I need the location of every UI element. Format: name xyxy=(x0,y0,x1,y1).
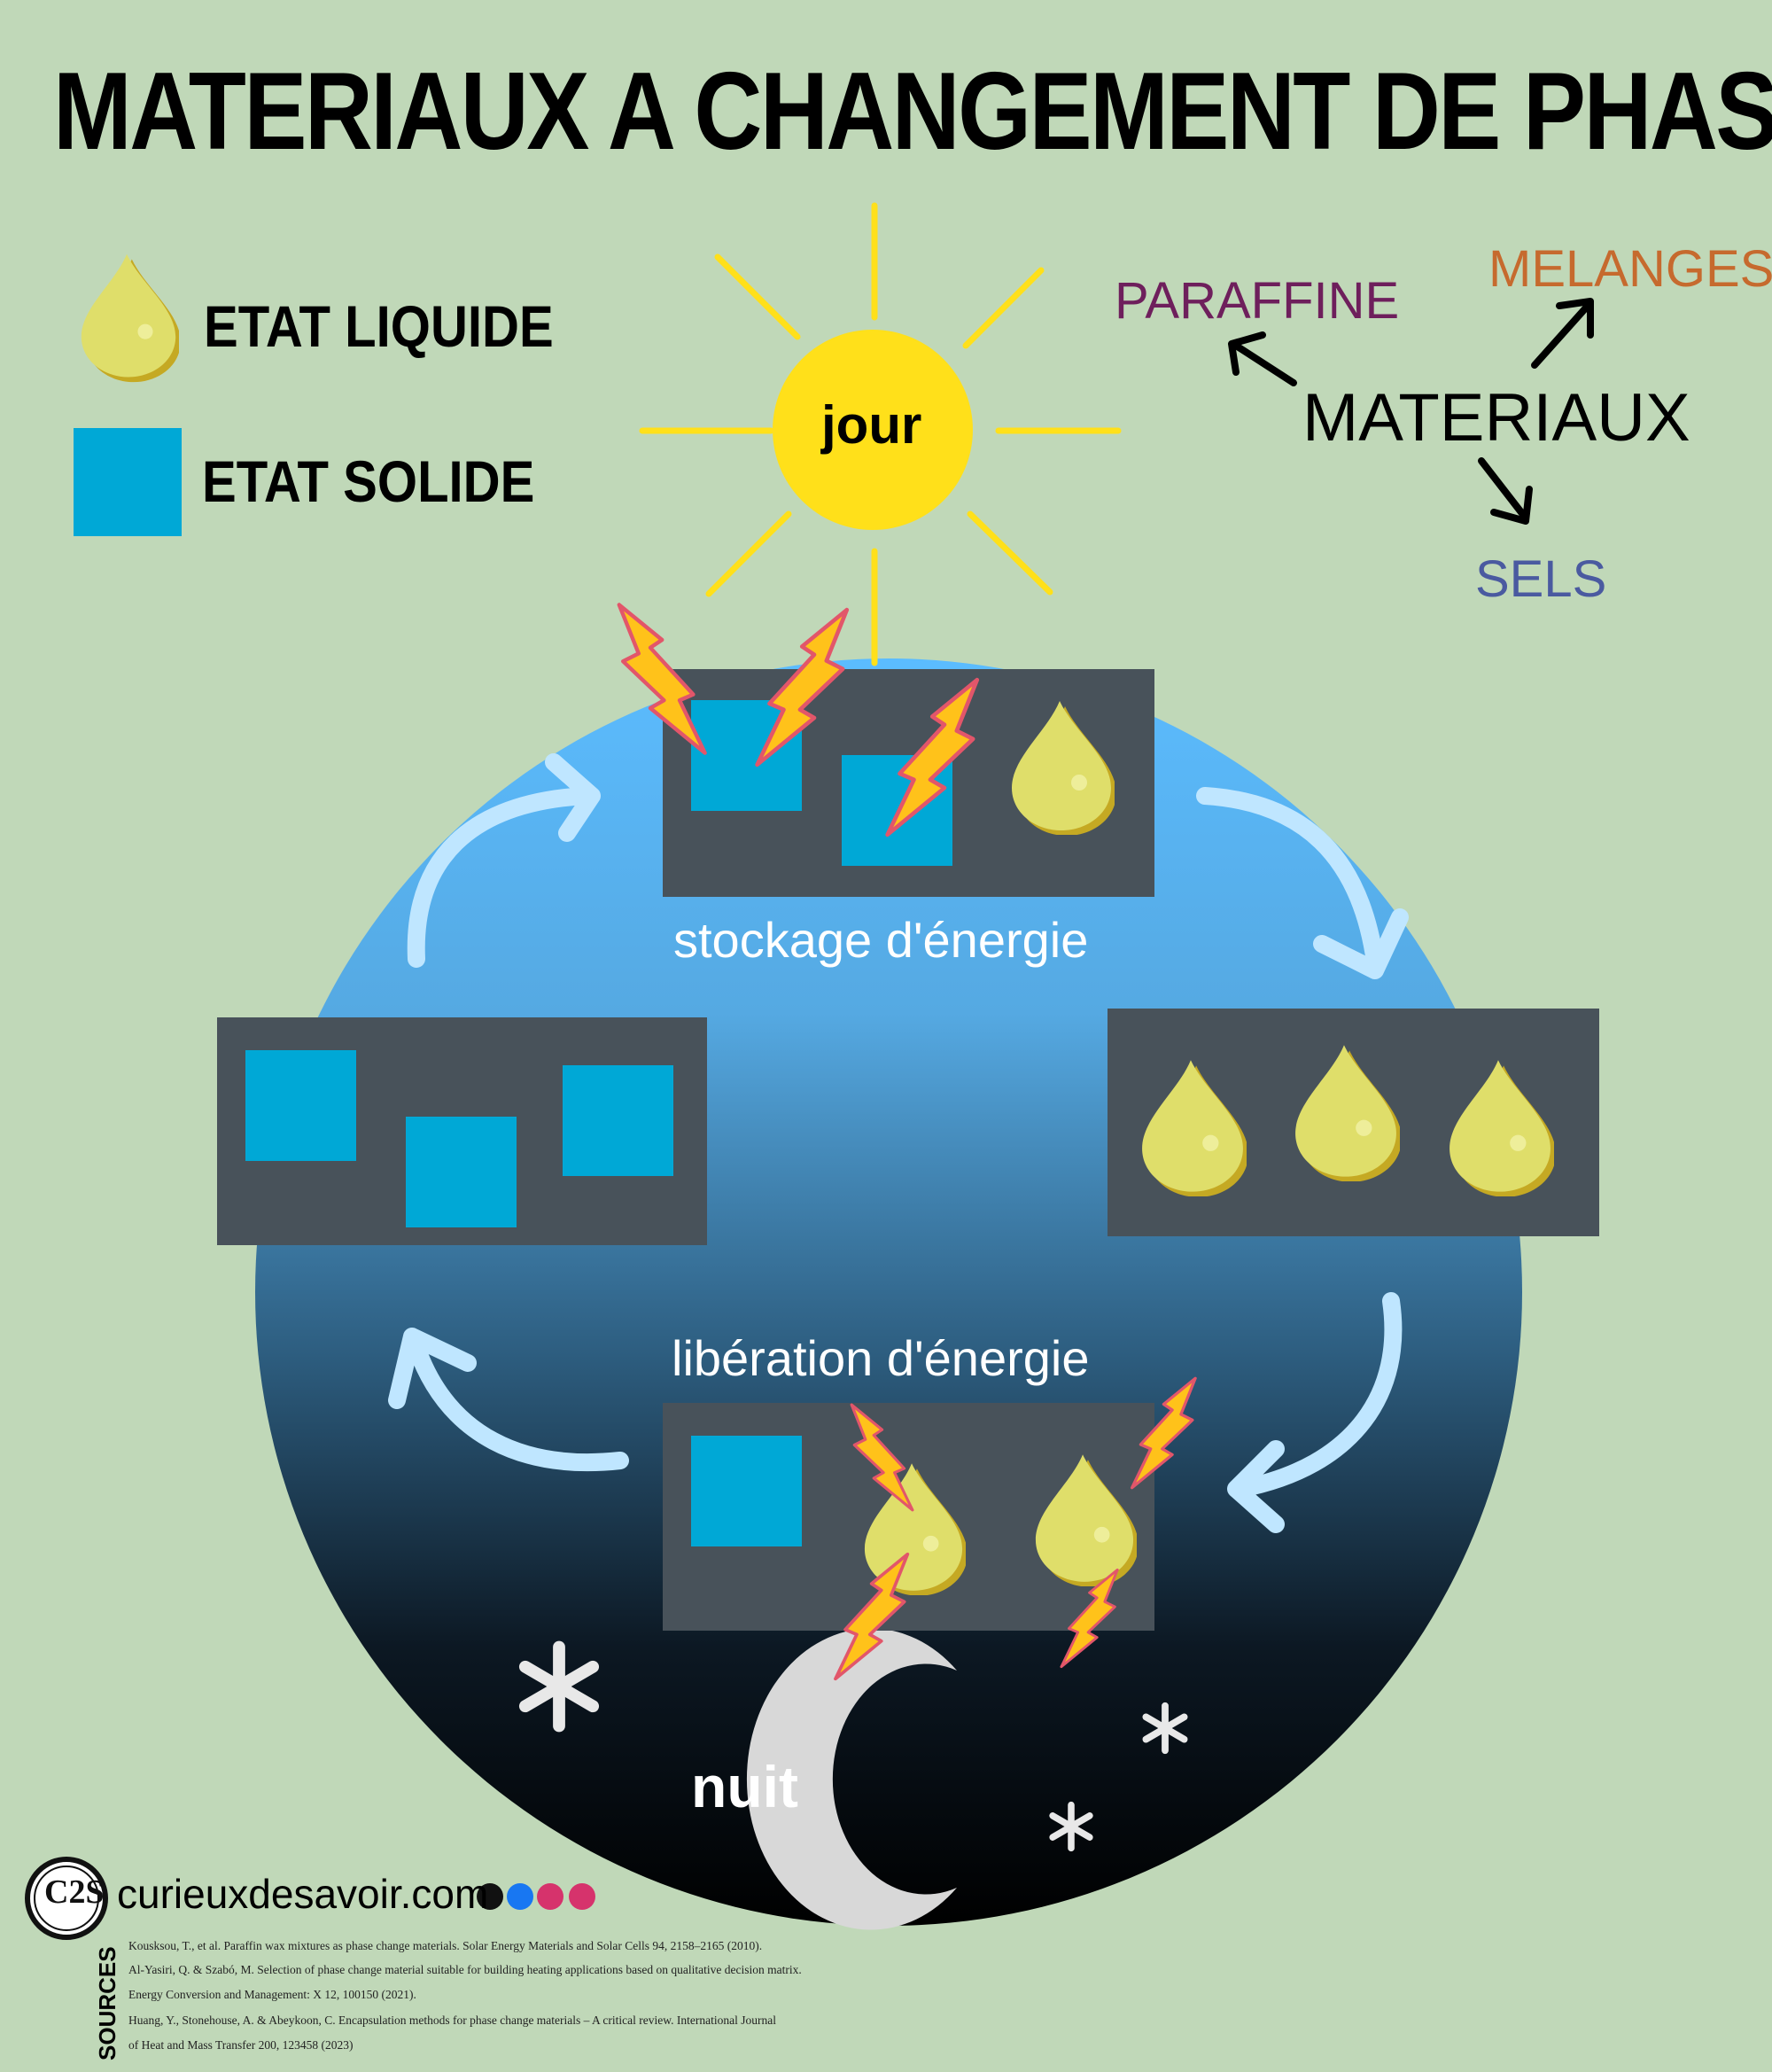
tip-icon xyxy=(569,1883,595,1910)
website-link[interactable]: curieuxdesavoir.com xyxy=(117,1870,488,1918)
reference-item: Huang, Y., Stonehouse, A. & Abeykoon, C.… xyxy=(128,2014,776,2028)
solid-block xyxy=(245,1050,356,1161)
arrow-to-mixtures xyxy=(1535,301,1590,365)
storage-label: stockage d'énergie xyxy=(673,911,1088,969)
sources-label: SOURCES xyxy=(94,1946,121,2060)
reference-item: Energy Conversion and Management: X 12, … xyxy=(128,1988,416,2002)
paraffin-label: PARAFFINE xyxy=(1115,271,1399,331)
solid-block-legend-icon xyxy=(74,428,182,536)
page-title: MATERIAUX A CHANGEMENT DE PHASE xyxy=(53,49,1486,175)
liquid-drop-legend-icon xyxy=(82,254,181,382)
day-label: jour xyxy=(821,394,921,456)
night-label: nuit xyxy=(691,1753,798,1820)
release-label: libération d'énergie xyxy=(672,1329,1089,1387)
arrow-to-paraffin xyxy=(1232,335,1294,383)
legend-liquid-label: ETAT LIQUIDE xyxy=(204,292,554,360)
mixtures-label: MELANGES xyxy=(1488,239,1772,299)
instagram-icon xyxy=(537,1883,563,1910)
reference-item: of Heat and Mass Transfer 200, 123458 (2… xyxy=(128,2038,353,2053)
solid-block xyxy=(406,1117,517,1227)
solid-block xyxy=(691,1436,802,1546)
reference-item: Al-Yasiri, Q. & Szabó, M. Selection of p… xyxy=(128,1963,802,1977)
arrow-to-salts xyxy=(1481,461,1529,521)
materials-center-label: MATERIAUX xyxy=(1302,379,1690,456)
facebook-icon xyxy=(507,1883,533,1910)
logo-text: C2S xyxy=(44,1873,89,1912)
reference-item: Kousksou, T., et al. Paraffin wax mixtur… xyxy=(128,1939,762,1953)
legend-solid-label: ETAT SOLIDE xyxy=(202,448,534,515)
salts-label: SELS xyxy=(1475,549,1606,609)
solid-block xyxy=(563,1065,673,1176)
social-icons xyxy=(477,1883,595,1910)
